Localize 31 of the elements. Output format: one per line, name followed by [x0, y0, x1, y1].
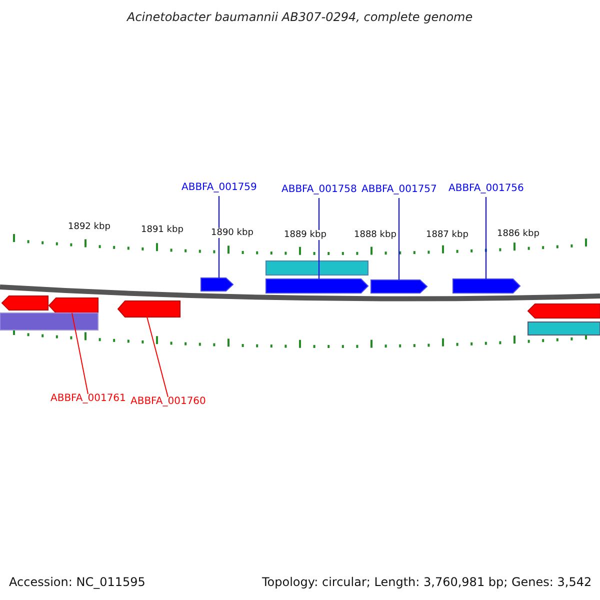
gene-label: ABBFA_001756	[448, 183, 524, 194]
feature-bar	[528, 322, 600, 336]
title: Acinetobacter baumannii AB307-0294, complete genome	[127, 10, 473, 24]
gene-label: ABBFA_001759	[182, 182, 257, 193]
gene-feature	[370, 280, 428, 294]
feature-bar	[266, 260, 368, 276]
feature-bar	[0, 312, 98, 330]
gene-feature	[452, 278, 521, 294]
scale-label: 1887 kbp	[426, 230, 468, 240]
gene-label: ABBFA_001761	[50, 393, 126, 404]
gene-label: ABBFA_001757	[362, 184, 437, 195]
leader-line	[218, 196, 220, 278]
leader-line	[146, 316, 168, 398]
scale-label: 1886 kbp	[497, 229, 540, 239]
footer-text: Accession: NC_011595	[9, 575, 146, 589]
gene-feature	[1, 296, 48, 310]
leader-line	[398, 198, 400, 280]
gene-feature	[266, 278, 369, 294]
footer-text: Topology: circular; Length: 3,760,981 bp; Genes: 3,542	[262, 575, 592, 589]
scale-label: 1888 kbp	[354, 230, 396, 240]
scale-label: 1892 kbp	[68, 222, 110, 232]
gene-label: ABBFA_001760	[130, 396, 206, 407]
scale-label: 1891 kbp	[141, 225, 184, 235]
gene-feature	[200, 278, 234, 292]
gene-label: ABBFA_001758	[282, 184, 357, 195]
gene-feature	[117, 300, 180, 318]
leader-line	[72, 312, 88, 394]
scale-label: 1889 kbp	[284, 230, 326, 240]
gene-feature	[527, 304, 600, 318]
leader-line	[318, 198, 320, 280]
scale-label: 1890 kbp	[211, 228, 254, 238]
